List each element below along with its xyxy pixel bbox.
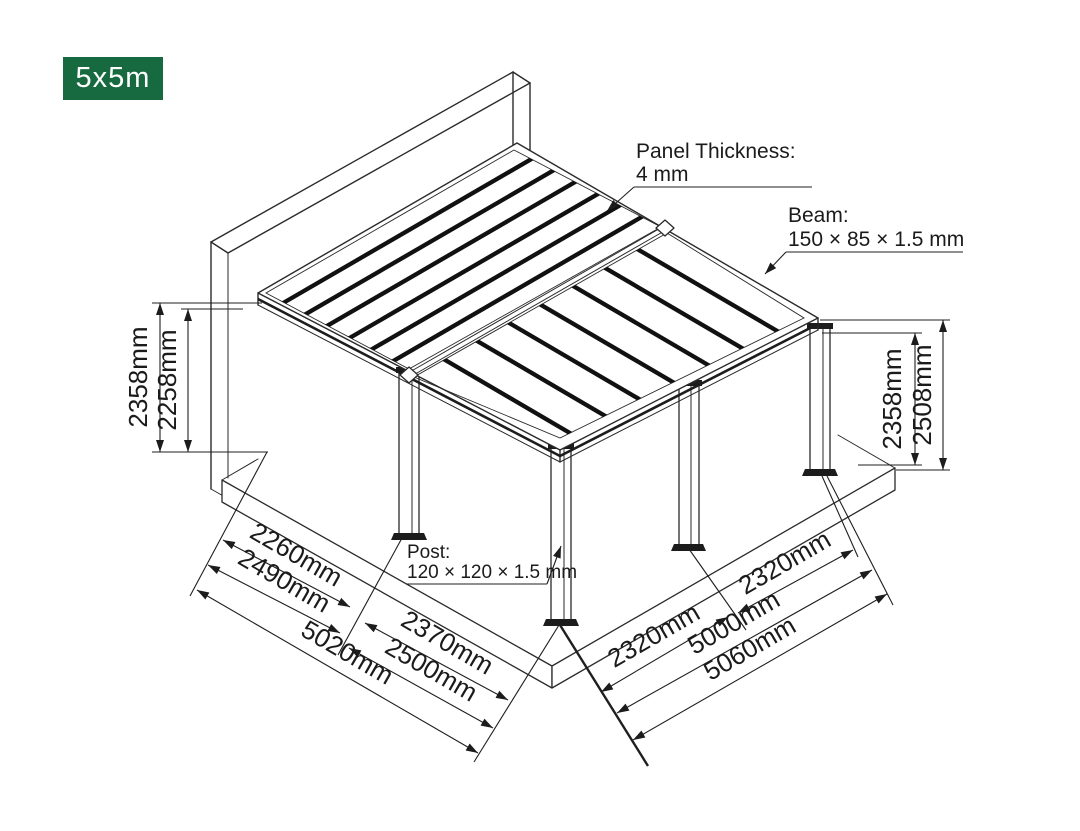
dim-front-height-outer: 2508mm xyxy=(907,344,937,445)
dimension-lines xyxy=(156,303,947,754)
roof-panel-right-frame xyxy=(412,232,805,439)
roof-slats-left xyxy=(266,150,661,369)
beam-title: Beam: xyxy=(788,204,849,227)
panel-thickness-value: 4 mm xyxy=(636,163,689,186)
post-mid-right xyxy=(671,380,706,551)
post-right-corner xyxy=(802,323,838,476)
post-front xyxy=(543,443,579,626)
post-title: Post: xyxy=(407,542,450,563)
beam-leader-arrow xyxy=(764,251,787,275)
callout-beam: Beam: 150 × 85 × 1.5 mm xyxy=(764,204,964,275)
callout-post: Post: 120 × 120 × 1.5 mm xyxy=(406,542,577,585)
size-badge: 5x5m xyxy=(63,57,163,100)
panel-thickness-leader-arrow xyxy=(606,186,635,212)
roof xyxy=(257,142,819,463)
size-badge-label: 5x5m xyxy=(75,62,151,94)
post-value: 120 × 120 × 1.5 mm xyxy=(407,562,577,583)
panel-thickness-title: Panel Thickness: xyxy=(636,140,796,163)
post-left xyxy=(391,367,427,540)
post-leader-arrow xyxy=(546,545,562,585)
dim-wall-height-outer: 2358mm xyxy=(123,326,153,427)
roof-centre-beam xyxy=(399,219,675,384)
dim-front-height-inner: 2358mm xyxy=(877,348,907,449)
dim-wall-height-inner: 2258mm xyxy=(152,329,182,430)
callout-panel-thickness: Panel Thickness: 4 mm xyxy=(606,140,812,212)
beam-value: 150 × 85 × 1.5 mm xyxy=(788,228,964,251)
